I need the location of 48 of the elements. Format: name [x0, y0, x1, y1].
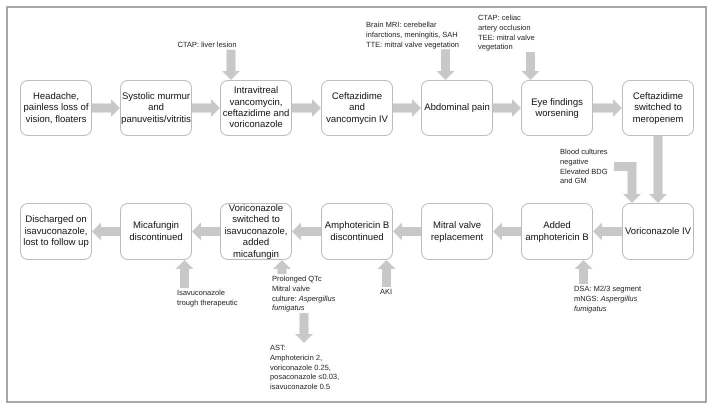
- box-text: Intravitreal vancomycin, ceftazidime and voriconazole: [222, 85, 290, 131]
- box-text: Discharged on isavuconazole, lost to follow up: [22, 214, 90, 249]
- box-text: Abdominal pain: [424, 102, 490, 114]
- block-arrow: [176, 260, 194, 288]
- box-text: Headache, painless loss of vision, floaters: [22, 90, 90, 126]
- process-box: [622, 80, 694, 136]
- block-arrow: [92, 99, 120, 117]
- box-text: Ceftazidime and vancomycin IV: [325, 90, 389, 126]
- block-arrow: [192, 99, 220, 117]
- process-box: [321, 80, 393, 136]
- process-box: [20, 203, 92, 260]
- box-text: Added amphotericin B: [524, 220, 590, 243]
- block-arrow: [593, 222, 622, 240]
- process-box: [120, 203, 192, 260]
- process-box: [321, 203, 393, 260]
- block-arrow: [649, 136, 667, 203]
- block-arrow: [92, 222, 120, 240]
- block-arrow: [522, 52, 540, 80]
- box-text: Micafungin discontinued: [128, 220, 184, 243]
- process-box: [120, 80, 192, 136]
- block-arrow: [378, 260, 396, 287]
- block-arrow: [614, 162, 641, 203]
- block-arrow: [295, 313, 313, 343]
- block-arrow: [436, 49, 454, 80]
- process-box: [421, 80, 493, 136]
- block-arrow: [222, 50, 240, 80]
- box-text: Systolic murmur and panuveitis/vitritis: [121, 90, 191, 126]
- block-arrow: [574, 260, 592, 284]
- box-text: Amphotericin B discontinued: [324, 220, 390, 243]
- box-text: Ceftazidime switched to meropenem: [632, 90, 684, 126]
- block-arrow: [493, 99, 521, 117]
- process-box: [521, 203, 593, 260]
- process-box: [521, 80, 593, 136]
- box-text: Eye findings worsening: [530, 96, 584, 120]
- block-arrow: [493, 222, 521, 240]
- process-box: [421, 203, 493, 260]
- block-arrow: [273, 260, 291, 274]
- box-text: Voriconazole switched to isavuconazole, added micafungin: [224, 203, 288, 260]
- block-arrow: [393, 222, 421, 240]
- process-box: [622, 203, 694, 260]
- process-box: [20, 80, 92, 136]
- block-arrow: [192, 222, 220, 240]
- block-arrow: [292, 99, 321, 117]
- box-text: Voriconazole IV: [624, 226, 691, 238]
- block-arrow: [393, 99, 421, 117]
- box-text: Mitral valve replacement: [430, 220, 484, 243]
- block-arrow: [292, 222, 321, 240]
- block-arrow: [593, 99, 622, 117]
